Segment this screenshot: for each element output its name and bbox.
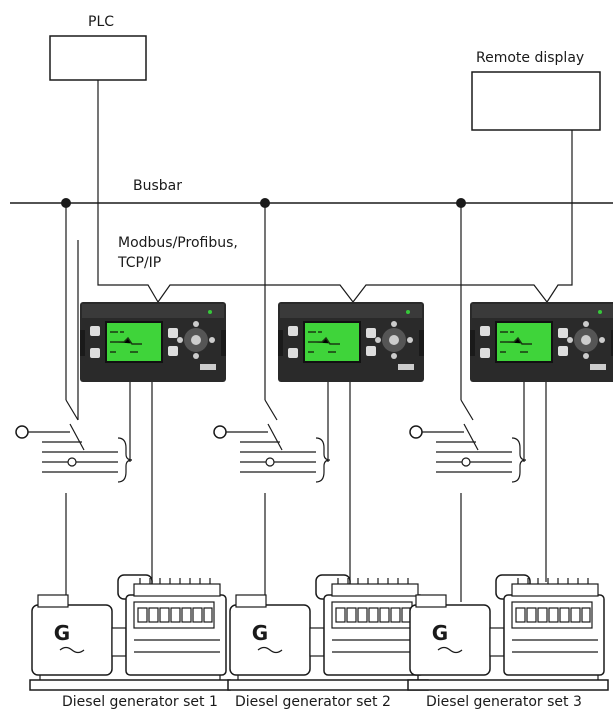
plc-box — [49, 35, 147, 81]
plc-label: PLC — [88, 14, 114, 30]
remote-display-label: Remote display — [476, 50, 584, 66]
comm-protocol-label-line1: Modbus/Profibus, — [118, 235, 238, 251]
genset-caption-2: Diesel generator set 2 — [235, 694, 391, 710]
genset-caption-1: Diesel generator set 1 — [62, 694, 218, 710]
generator-unit-3: G Diesel generator set 3 — [407, 203, 613, 710]
breaker-2 — [213, 423, 331, 483]
controller-1 — [79, 301, 227, 383]
controller-3 — [469, 301, 613, 383]
generator-letter-1: G — [54, 621, 70, 645]
remote-display-box — [471, 71, 601, 131]
busbar-label: Busbar — [133, 178, 182, 194]
comm-protocol-label-line2: TCP/IP — [117, 255, 161, 271]
breaker-3 — [409, 423, 527, 483]
generator-unit-1: G Diesel generator set 1 — [15, 203, 231, 710]
breaker-1 — [15, 423, 133, 483]
generator-letter-3: G — [432, 621, 448, 645]
generator-letter-2: G — [252, 621, 268, 645]
controller-2 — [277, 301, 425, 383]
genset-caption-3: Diesel generator set 3 — [426, 694, 582, 710]
generator-unit-2: G Diesel generator set 2 — [213, 203, 429, 710]
